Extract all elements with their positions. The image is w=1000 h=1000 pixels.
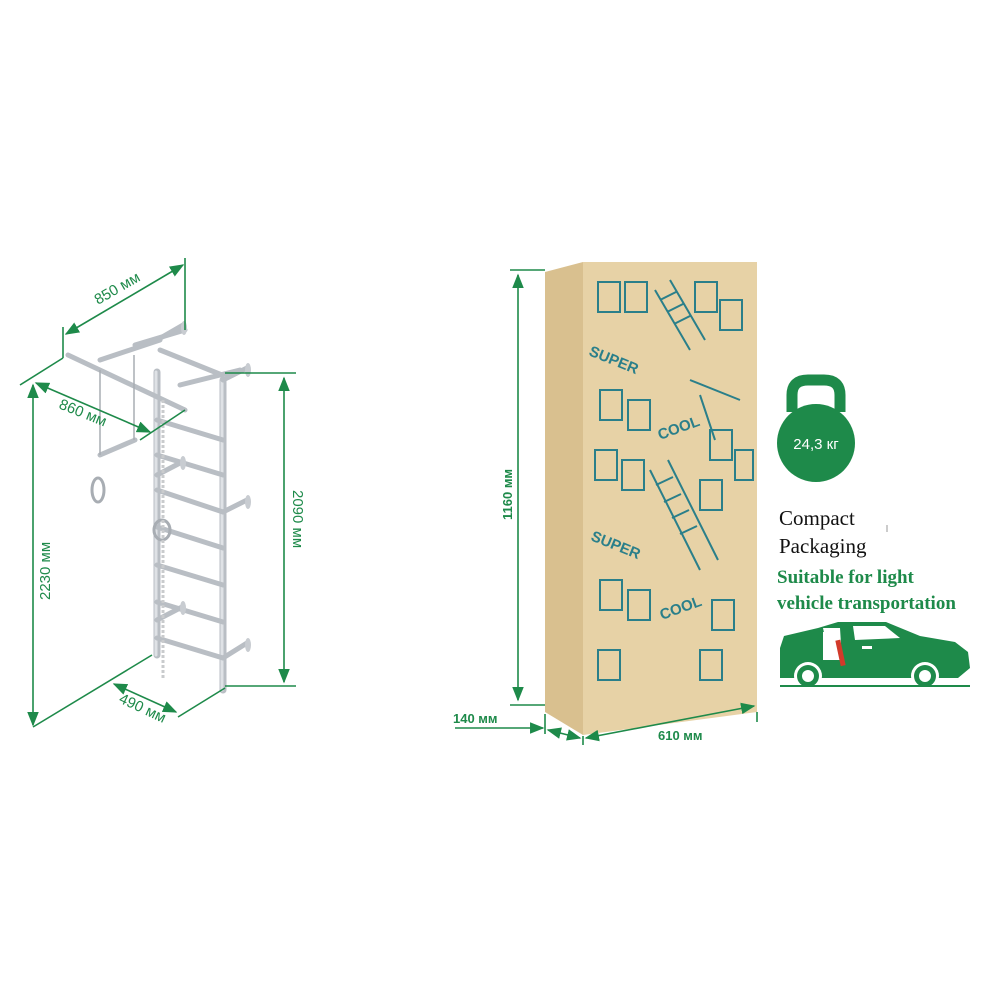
transport-line-1: Suitable for light — [777, 567, 915, 588]
dim-label-860: 860 мм — [57, 396, 110, 430]
dim-label-1160: 1160 мм — [500, 469, 515, 520]
box-print-pattern — [594, 279, 754, 681]
dim-line-610 — [584, 702, 756, 742]
compact-label: Compact — [779, 506, 855, 530]
package-dimensions: 1160 мм 140 мм 610 мм — [453, 269, 758, 745]
dim-line-860 — [34, 382, 152, 433]
dim-label-140: 140 мм — [453, 711, 498, 726]
wall-bars-ladder — [65, 321, 251, 694]
kettlebell-icon: 24,3 кг — [777, 374, 855, 482]
dim-line-850 — [64, 264, 185, 335]
dim-label-2230: 2230 мм — [37, 542, 54, 600]
dim-line-490 — [112, 683, 178, 713]
weight-label: 24,3 кг — [793, 436, 839, 453]
transport-line-2: vehicle transportation — [777, 593, 956, 614]
package-box: SUPER COOL SUPER COOL — [545, 262, 757, 735]
packaging-label: Packaging — [779, 534, 867, 558]
dim-label-2090: 2090 мм — [289, 490, 306, 548]
car-icon — [780, 622, 970, 690]
dim-label-850: 850 мм — [92, 269, 144, 309]
dim-label-490: 490 мм — [116, 690, 168, 726]
dim-label-610: 610 мм — [658, 728, 703, 743]
dim-line-140 — [546, 727, 582, 741]
